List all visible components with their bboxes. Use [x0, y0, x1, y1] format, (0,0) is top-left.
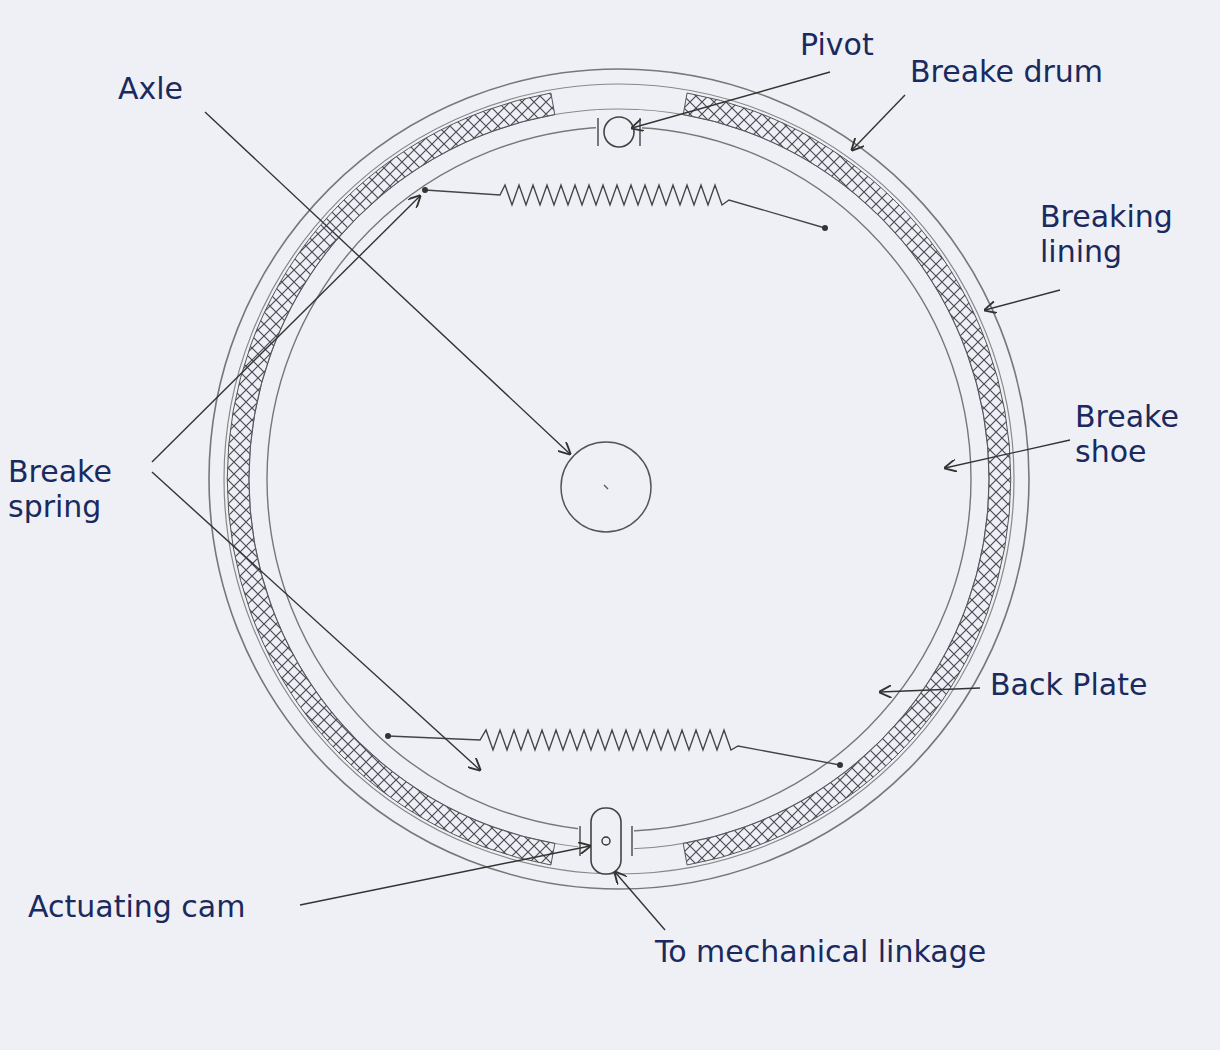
brake-shoe: [267, 127, 971, 831]
part-label: Breake drum: [910, 55, 1103, 90]
brake-drum: [209, 69, 1029, 889]
drum-inner: [224, 84, 1014, 874]
part-label: Breake spring: [8, 455, 148, 524]
brake-lining: [227, 93, 555, 865]
part-label: Breake shoe: [1075, 400, 1210, 469]
leader-lines: [152, 72, 1070, 930]
part-label: Actuating cam: [28, 890, 245, 925]
part-label: Breaking lining: [1040, 200, 1210, 269]
part-label: To mechanical linkage: [655, 935, 986, 970]
axle: [561, 442, 651, 532]
return-spring: [425, 185, 825, 228]
actuating-cam: [591, 808, 621, 874]
part-label: Pivot: [800, 28, 874, 63]
part-label: Back Plate: [990, 668, 1210, 703]
shoe-outer: [249, 109, 989, 849]
pivot-pin: [604, 117, 634, 147]
part-label: Axle: [118, 72, 183, 107]
